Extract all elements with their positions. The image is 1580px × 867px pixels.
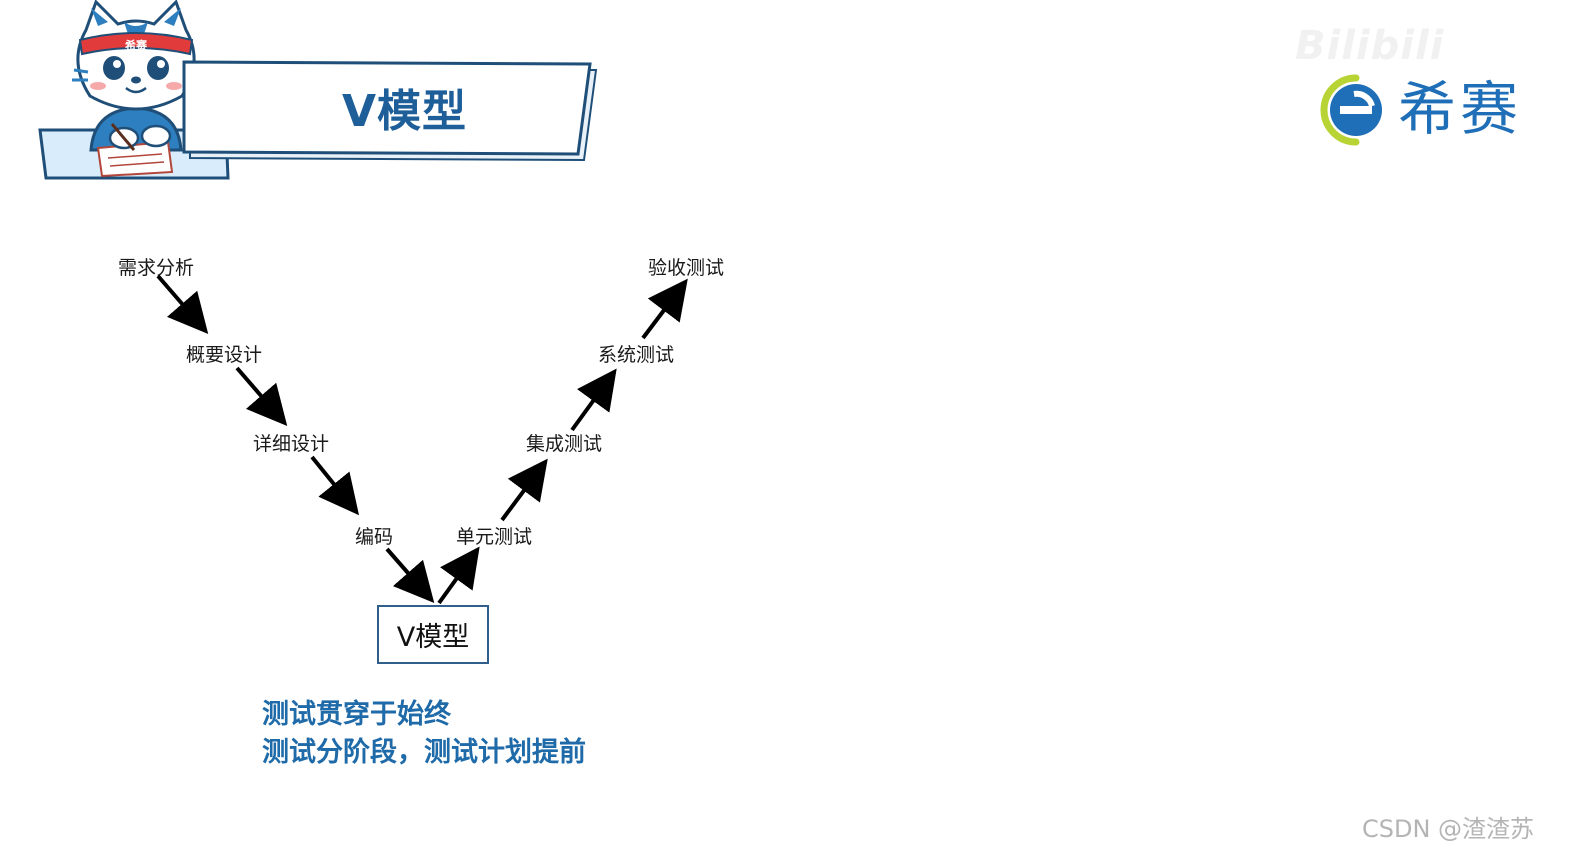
notes-block: 测试贯穿于始终 测试分阶段，测试计划提前 xyxy=(262,696,586,772)
node-high-level-design: 概要设计 xyxy=(186,343,262,367)
node-detailed-design: 详细设计 xyxy=(253,432,329,456)
arrow-requirements-to-overview xyxy=(158,276,203,328)
v-model-center-box: V模型 xyxy=(377,605,489,664)
node-unit-testing: 单元测试 xyxy=(456,525,532,549)
arrow-detailed-to-coding xyxy=(312,457,354,509)
note-line-1: 测试贯穿于始终 xyxy=(262,696,586,734)
v-model-center-label: V模型 xyxy=(379,607,487,662)
node-coding: 编码 xyxy=(355,525,393,549)
node-acceptance-testing: 验收测试 xyxy=(648,256,724,280)
node-system-testing: 系统测试 xyxy=(598,343,674,367)
arrow-system-to-acceptance xyxy=(643,285,683,338)
arrow-unit-to-integration xyxy=(502,465,543,520)
footer-credit: CSDN @渣渣苏 xyxy=(1362,814,1534,844)
arrow-overview-to-detailed xyxy=(237,368,282,420)
node-integration-testing: 集成测试 xyxy=(526,432,602,456)
arrow-coding-to-vbox xyxy=(387,549,429,597)
note-line-2: 测试分阶段，测试计划提前 xyxy=(262,734,586,772)
node-requirements-analysis: 需求分析 xyxy=(118,256,194,280)
arrow-integration-to-system xyxy=(572,375,612,430)
arrow-vbox-to-unit xyxy=(439,553,475,603)
